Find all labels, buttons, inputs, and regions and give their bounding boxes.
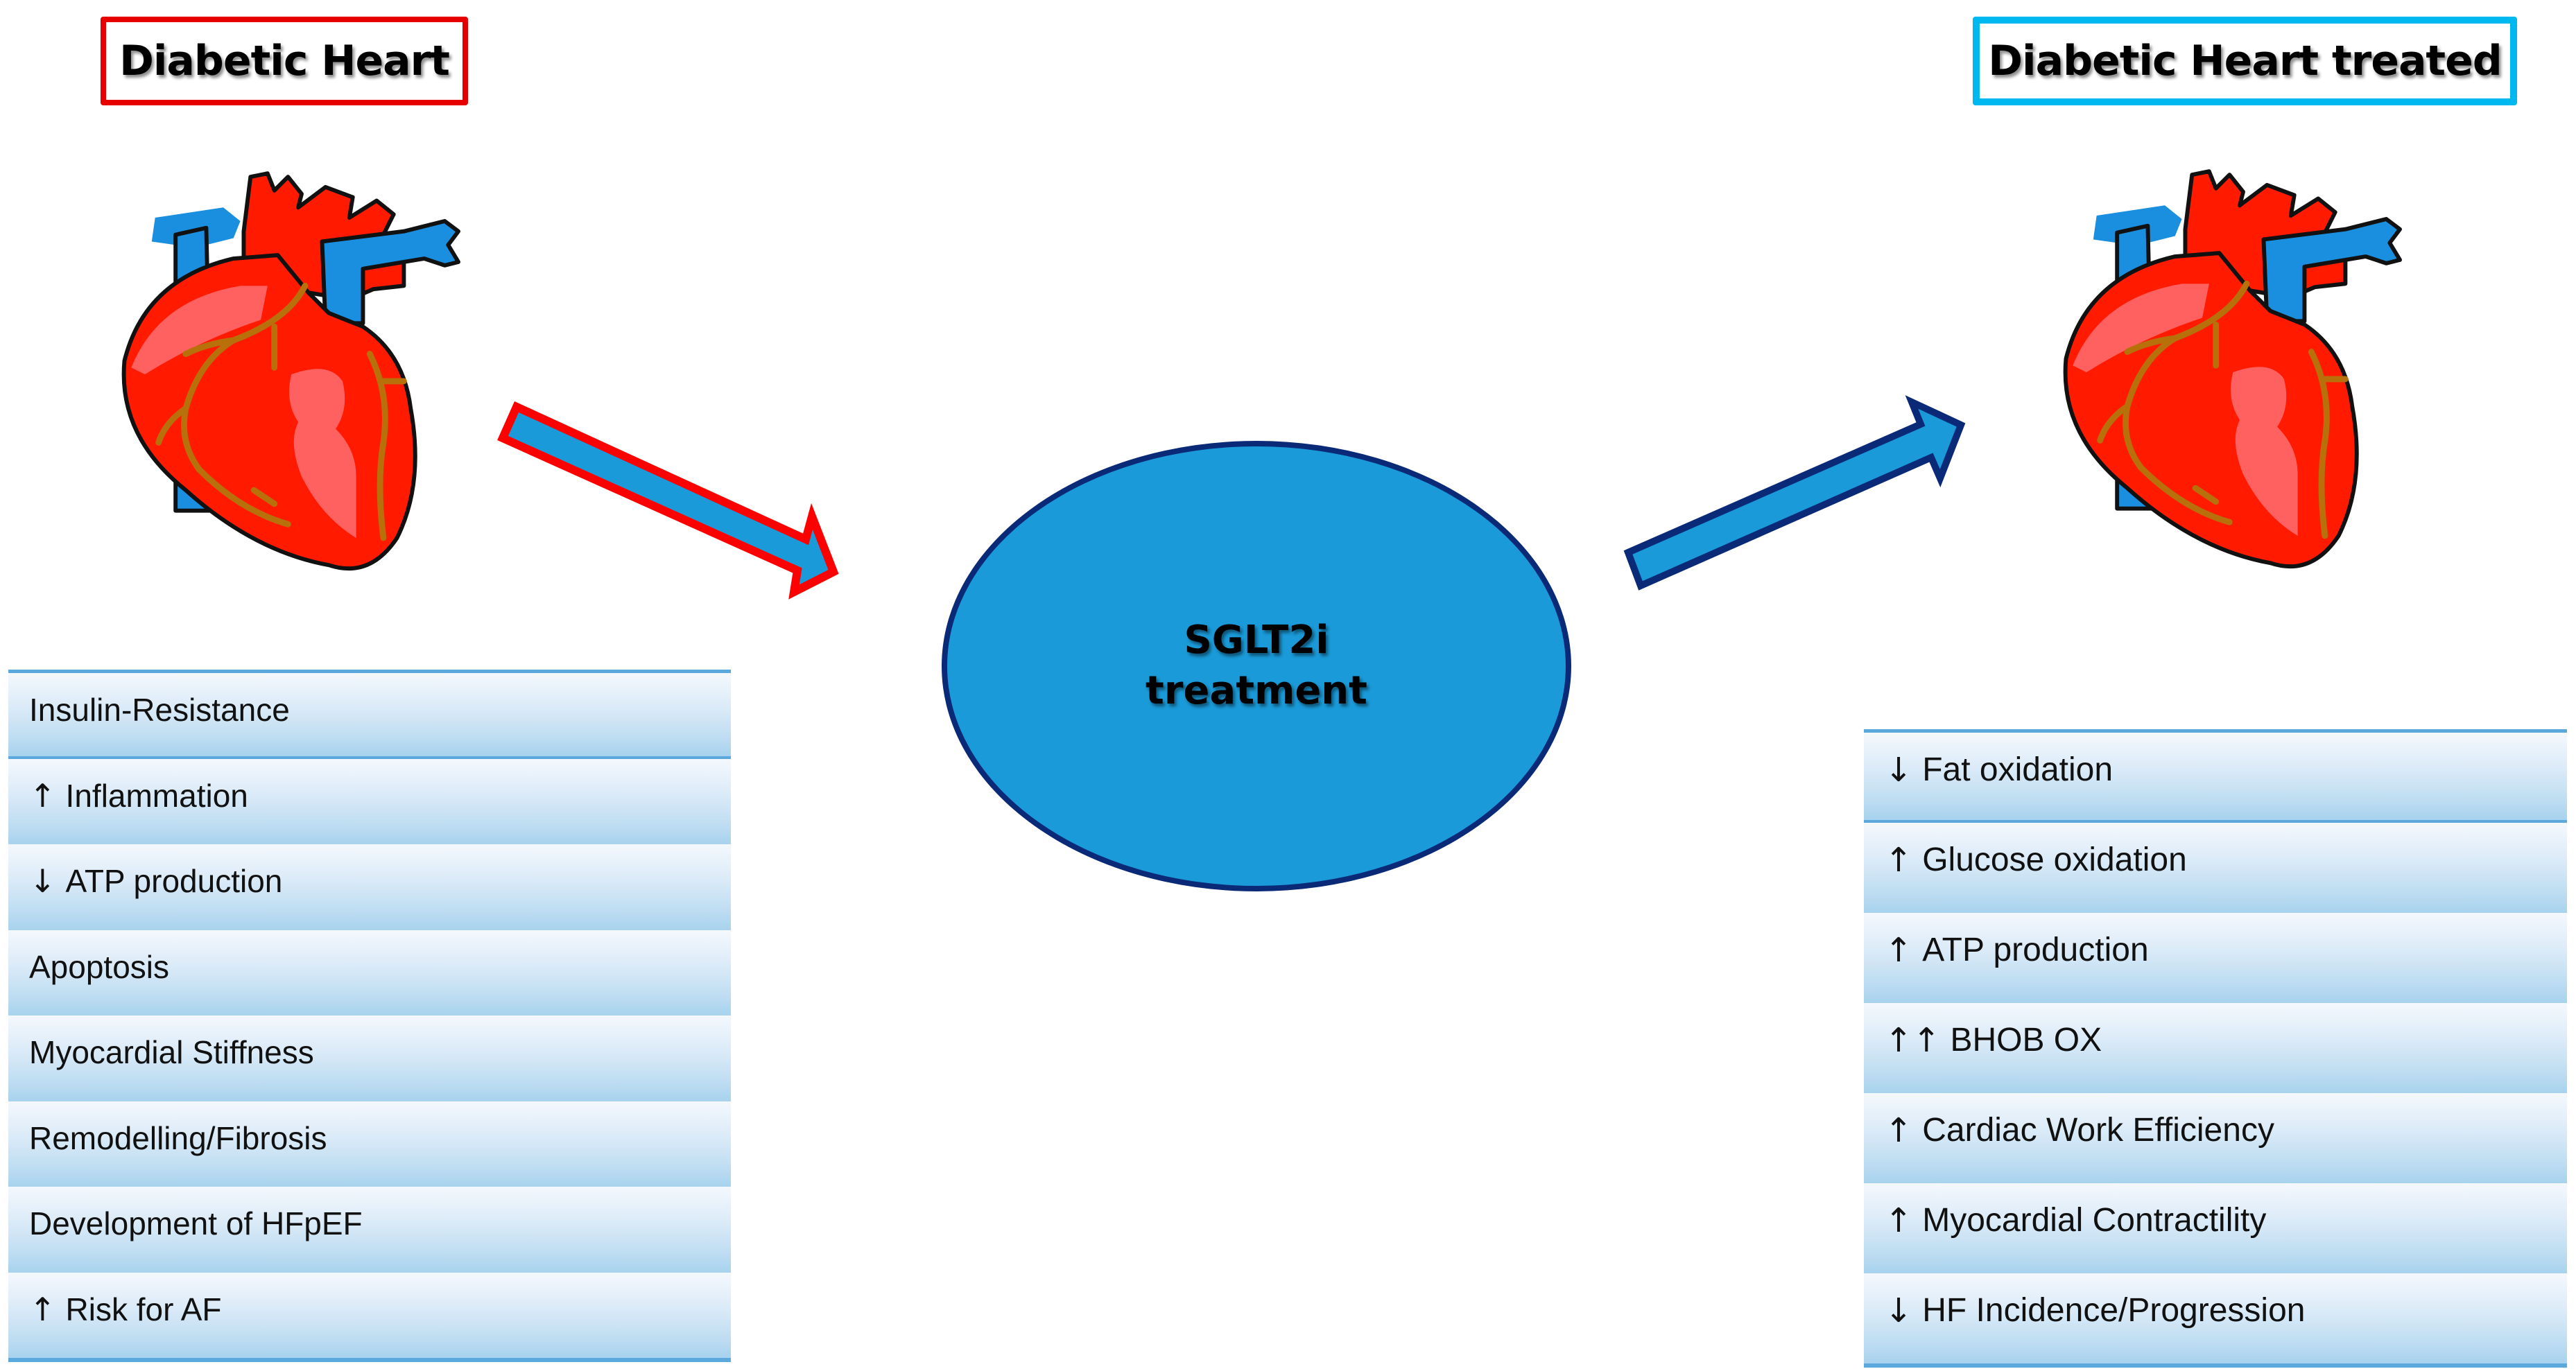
list-item-label: HF Incidence/Progression [1922, 1292, 2306, 1329]
list-item: ↑Glucose oxidation [1864, 823, 2567, 913]
list-item-label: Apoptosis [29, 948, 170, 985]
list-item: ↓HF Incidence/Progression [1864, 1273, 2567, 1363]
treatment-line-2: treatment [1146, 668, 1367, 713]
arrow-down-right-icon [497, 401, 839, 600]
list-item: Insulin-Resistance [8, 673, 731, 759]
list-item: ↑Cardiac Work Efficiency [1864, 1093, 2567, 1183]
trend-arrow-icon: ↓ [1885, 751, 1913, 790]
trend-arrow-icon: ↑ [1885, 1201, 1913, 1240]
treatment-line-1: SGLT2i [1184, 618, 1329, 663]
arrow-up-right-icon [1623, 395, 1966, 591]
diabetic-heart-treated-title-text: Diabetic Heart treated [1988, 37, 2502, 85]
list-item-label: Glucose oxidation [1922, 842, 2187, 878]
list-item-label: Insulin-Resistance [29, 692, 290, 728]
list-item-label: ATP production [1922, 932, 2149, 968]
diabetic-heart-treated-title: Diabetic Heart treated [1973, 17, 2517, 105]
list-item: ↑ATP production [1864, 913, 2567, 1003]
list-item-label: Risk for AF [65, 1291, 222, 1327]
list-item-label: Myocardial Contractility [1922, 1202, 2267, 1239]
list-item-label: BHOB OX [1950, 1022, 2102, 1058]
diabetic-heart-title: Diabetic Heart [101, 17, 468, 105]
treated-heart-effects-list: ↓Fat oxidation ↑Glucose oxidation ↑ATP p… [1864, 729, 2567, 1368]
list-item: Apoptosis [8, 930, 731, 1015]
list-item: ↓Fat oxidation [1864, 733, 2567, 823]
list-item-label: Remodelling/Fibrosis [29, 1119, 327, 1156]
list-item: Remodelling/Fibrosis [8, 1101, 731, 1187]
trend-arrow-icon: ↑ [1885, 841, 1913, 880]
heart-anatomy-icon [121, 171, 460, 571]
sglt2i-treatment-node: SGLT2i treatment [942, 441, 1571, 891]
trend-arrow-icon: ↑ [1885, 931, 1913, 970]
list-item: ↑Myocardial Contractility [1864, 1183, 2567, 1273]
list-item-label: Fat oxidation [1922, 751, 2113, 788]
list-item: ↑↑BHOB OX [1864, 1003, 2567, 1093]
list-item: ↓ATP production [8, 844, 731, 930]
trend-arrow-icon: ↑ [1885, 1111, 1913, 1150]
list-item-label: Cardiac Work Efficiency [1922, 1112, 2274, 1149]
list-item: ↑Inflammation [8, 758, 731, 844]
list-item: Development of HFpEF [8, 1187, 731, 1273]
list-item-label: Myocardial Stiffness [29, 1034, 314, 1070]
trend-arrow-icon: ↓ [1885, 1291, 1913, 1330]
trend-arrow-icon: ↓ [29, 862, 56, 900]
list-item: ↑Risk for AF [8, 1272, 731, 1358]
list-item-label: Inflammation [65, 777, 248, 814]
list-item-label: Development of HFpEF [29, 1205, 363, 1241]
heart-anatomy-icon [2063, 169, 2402, 569]
trend-arrow-icon: ↑ [29, 1290, 56, 1328]
trend-arrow-icon: ↑↑ [1885, 1021, 1941, 1060]
list-item-label: ATP production [65, 863, 283, 899]
list-item: Myocardial Stiffness [8, 1015, 731, 1101]
diabetic-heart-effects-list: Insulin-Resistance ↑Inflammation ↓ATP pr… [8, 670, 731, 1362]
trend-arrow-icon: ↑ [29, 776, 56, 814]
diabetic-heart-title-text: Diabetic Heart [119, 37, 450, 85]
